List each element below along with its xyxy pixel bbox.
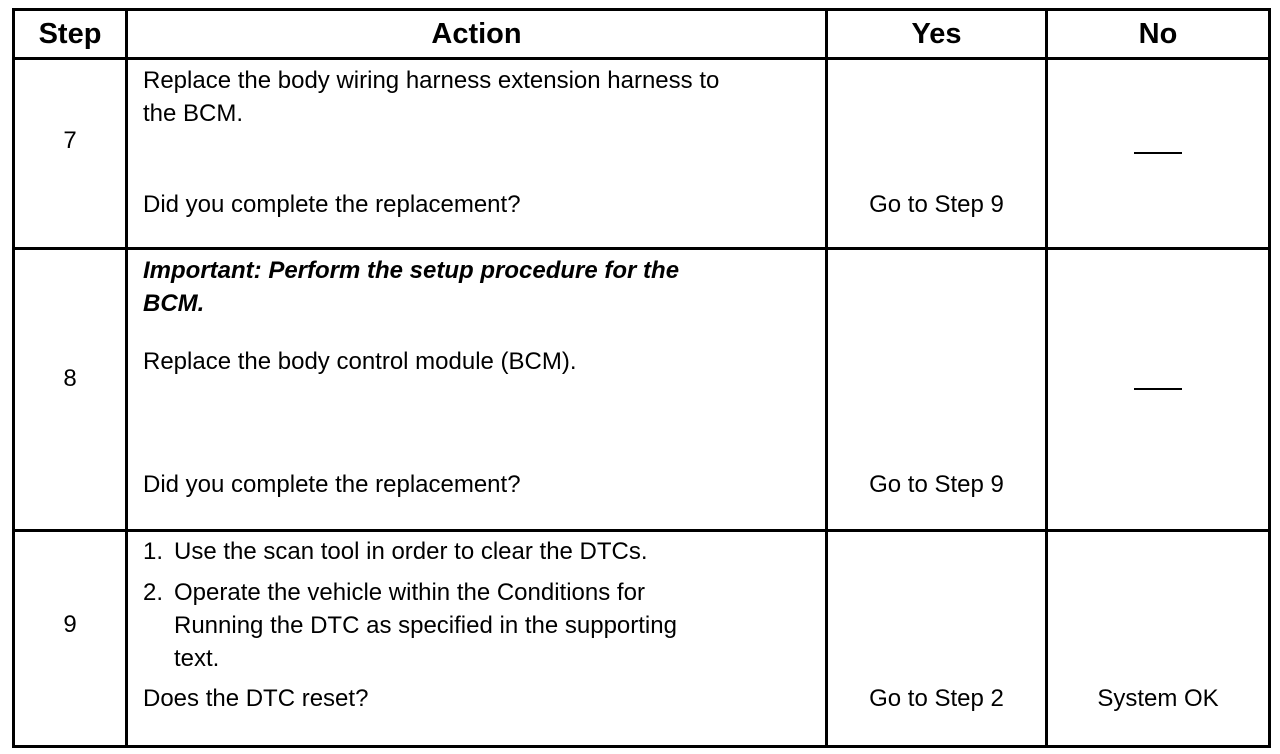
action-question: Does the DTC reset?	[143, 685, 369, 712]
yes-result: Go to Step 9	[869, 191, 1004, 218]
action-question: Did you complete the replacement?	[143, 471, 521, 498]
list-number: 2.	[143, 579, 164, 606]
no-cell	[1045, 57, 1271, 250]
list-item-text: text.	[174, 645, 220, 672]
header-yes: Yes	[825, 8, 1048, 60]
yes-cell: Go to Step 2	[825, 529, 1048, 748]
action-cell: 1. Use the scan tool in order to clear th…	[125, 529, 828, 748]
header-step: Step	[12, 8, 128, 60]
important-note: BCM.	[143, 290, 205, 317]
yes-cell: Go to Step 9	[825, 57, 1048, 250]
list-item-2: 2. Operate the vehicle within the Conditi…	[143, 576, 645, 609]
step-cell: 7	[12, 57, 128, 250]
no-cell	[1045, 247, 1271, 532]
diagnostic-table: Step Action Yes No 7 Replace the body wi…	[12, 8, 1271, 748]
header-action: Action	[125, 8, 828, 60]
no-result: System OK	[1097, 685, 1219, 712]
step-number: 8	[63, 365, 77, 392]
step-cell: 9	[12, 529, 128, 748]
no-cell: System OK	[1045, 529, 1271, 748]
header-no: No	[1045, 8, 1271, 60]
action-question: Did you complete the replacement?	[143, 191, 521, 218]
action-cell: Replace the body wiring harness extensio…	[125, 57, 828, 250]
no-result-dash	[1134, 388, 1182, 390]
step-cell: 8	[12, 247, 128, 532]
table-row-step-9: 9 1. Use the scan tool in order to clear …	[12, 529, 1271, 748]
action-text: Replace the body control module (BCM).	[143, 348, 577, 375]
action-cell: Important: Perform the setup procedure f…	[125, 247, 828, 532]
yes-result: Go to Step 2	[869, 685, 1004, 712]
table-row-step-8: 8 Important: Perform the setup procedure…	[12, 247, 1271, 532]
list-number: 1.	[143, 538, 164, 565]
yes-cell: Go to Step 9	[825, 247, 1048, 532]
step-number: 7	[63, 127, 77, 154]
header-row: Step Action Yes No	[12, 8, 1271, 60]
important-note: Important: Perform the setup procedure f…	[143, 257, 680, 284]
step-number: 9	[63, 611, 77, 638]
list-item-text: Use the scan tool in order to clear the …	[174, 538, 648, 565]
table-row-step-7: 7 Replace the body wiring harness extens…	[12, 57, 1271, 250]
no-result-dash	[1134, 152, 1182, 154]
yes-result: Go to Step 9	[869, 471, 1004, 498]
list-item-text: Running the DTC as specified in the supp…	[174, 612, 677, 639]
action-text: Replace the body wiring harness extensio…	[143, 67, 720, 94]
list-item-1: 1. Use the scan tool in order to clear th…	[143, 535, 648, 568]
list-item-text: Operate the vehicle within the Condition…	[174, 579, 645, 606]
action-text: the BCM.	[143, 100, 244, 127]
